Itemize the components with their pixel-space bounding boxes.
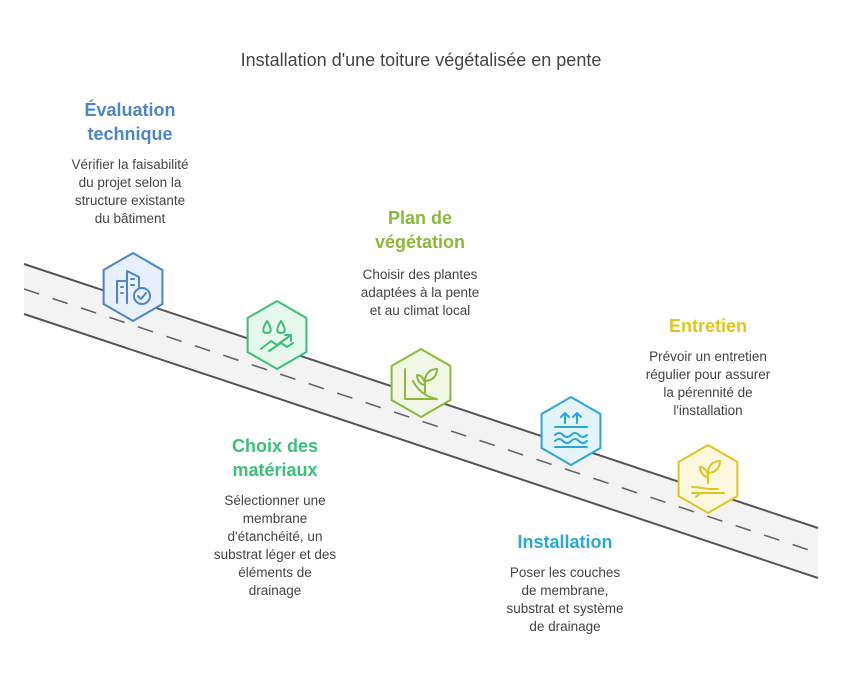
step-5-description: Prévoir un entretien régulier pour assur… bbox=[645, 349, 771, 418]
step-2-description: Sélectionner une membrane d'étanchéité, … bbox=[213, 493, 337, 598]
step-5-marker bbox=[677, 443, 739, 515]
road-surface bbox=[24, 264, 818, 578]
step-1-hexagon bbox=[102, 251, 164, 323]
step-4-marker bbox=[540, 395, 602, 467]
diagram-title: Installation d'une toiture végétalisée e… bbox=[240, 50, 602, 70]
plant-hand-icon bbox=[691, 460, 725, 498]
step-4-title: Installation bbox=[517, 532, 613, 552]
step-4-description: Poser les couches de membrane, substrat … bbox=[506, 565, 624, 634]
step-3-title: Plan de végétation bbox=[374, 208, 466, 252]
step-1-marker bbox=[102, 251, 164, 323]
building-check-icon bbox=[116, 270, 151, 305]
road-edge-bottom bbox=[23, 313, 819, 579]
drops-growth-icon bbox=[260, 320, 294, 352]
water-layers-icon bbox=[554, 412, 588, 448]
plant-slope-icon bbox=[404, 368, 438, 400]
step-5-title: Entretien bbox=[668, 316, 747, 336]
step-1-description: Vérifier la faisabilité du projet selon … bbox=[71, 157, 189, 226]
step-2-title: Choix des matériaux bbox=[231, 436, 319, 480]
step-3-marker bbox=[390, 347, 452, 419]
road-center-dash bbox=[23, 288, 819, 554]
step-3-description: Choisir des plantes adaptées à la pente … bbox=[360, 267, 480, 318]
step-2-marker bbox=[246, 299, 308, 371]
step-2-hexagon bbox=[246, 299, 308, 371]
step-1-title: Évaluation technique bbox=[84, 100, 176, 144]
